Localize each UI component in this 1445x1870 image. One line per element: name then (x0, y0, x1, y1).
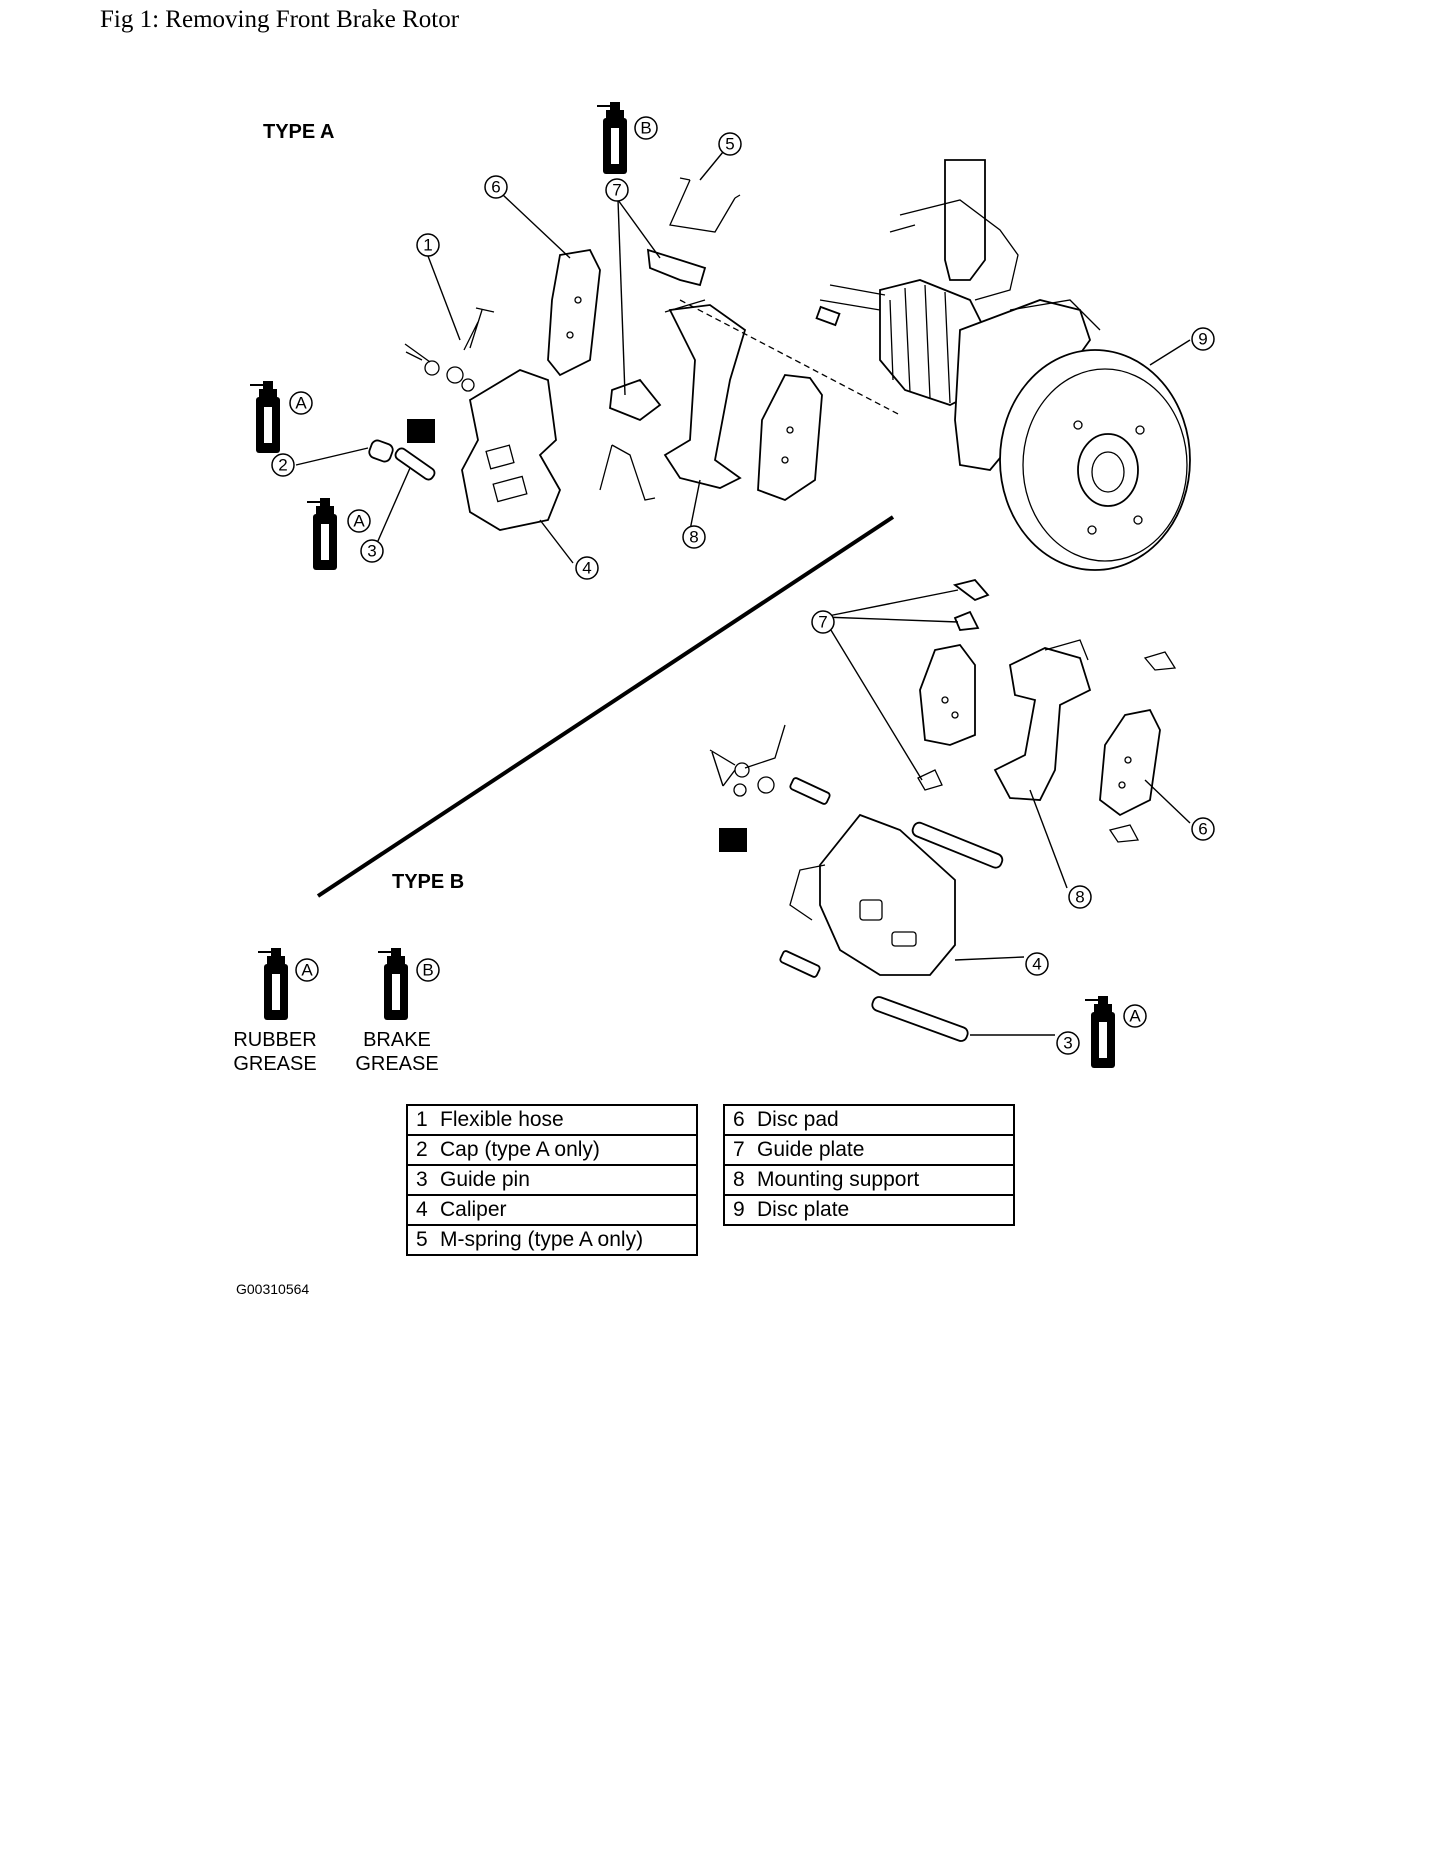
grease-can-icon (596, 101, 628, 175)
svg-text:3: 3 (367, 542, 376, 561)
guide-plate-b-2 (953, 610, 980, 631)
grease-can-icon (306, 497, 338, 571)
brake-grease-label-line1: BRAKE (363, 1029, 431, 1051)
grease-callout-b: B (416, 958, 440, 982)
guide-plate-a-bottom (609, 378, 662, 422)
svg-text:9: 9 (1198, 330, 1207, 349)
callout-6-a: 6 (484, 175, 508, 199)
svg-text:A: A (1129, 1007, 1141, 1026)
callout-7-b: 7 (811, 610, 835, 634)
svg-text:2: 2 (278, 456, 287, 475)
type-b-parts (709, 578, 1177, 1042)
svg-text:7: 7 (612, 181, 621, 200)
svg-text:A: A (353, 512, 365, 531)
grease-can-icon (377, 947, 409, 1021)
r-mark-type-b: R (719, 828, 747, 852)
figure-title: Fig 1: Removing Front Brake Rotor (100, 6, 460, 33)
grease-callout-a: A (289, 391, 313, 415)
svg-text:R: R (415, 422, 427, 441)
grease-callout-a: A (347, 509, 371, 533)
svg-text:7: 7 (818, 613, 827, 632)
disc-pad-a-outer (757, 374, 823, 502)
svg-text:8: 8 (1075, 888, 1084, 907)
svg-text:A: A (301, 961, 313, 980)
callout-7-a: 7 (605, 178, 629, 202)
rubber-grease-label-line2: GREASE (233, 1053, 316, 1075)
wire-spring-a (599, 444, 656, 501)
callout-4-a: 4 (575, 556, 599, 580)
callout-5-a: 5 (718, 132, 742, 156)
svg-text:8: 8 (689, 528, 698, 547)
grease-can-icon (257, 947, 289, 1021)
r-mark-type-a: R (407, 419, 435, 443)
mounting-support-a (663, 304, 747, 489)
brake-grease-label-line2: GREASE (355, 1053, 438, 1075)
grease-callout-a: A (1123, 1004, 1147, 1028)
callout-4-b: 4 (1025, 952, 1049, 976)
flexible-hose-a (463, 307, 495, 351)
svg-text:5: 5 (725, 135, 734, 154)
caliper-b (819, 813, 956, 976)
callout-8-b: 8 (1068, 885, 1092, 909)
grease-can-icon (249, 380, 281, 454)
callout-3-b: 3 (1056, 1031, 1080, 1055)
type-divider-line (316, 515, 895, 898)
svg-text:1: 1 (423, 236, 432, 255)
svg-text:4: 4 (1032, 955, 1041, 974)
guide-pin-b-bottom (871, 996, 969, 1042)
grease-callout-b: B (634, 116, 658, 140)
grease-can-icon (1084, 995, 1116, 1069)
callout-2-a: 2 (271, 453, 295, 477)
flexible-hose-b (709, 724, 786, 769)
cap-a (368, 439, 394, 463)
svg-text:3: 3 (1063, 1034, 1072, 1053)
knuckle-and-disc (815, 159, 1191, 571)
callout-6-b: 6 (1191, 817, 1215, 841)
callout-8-a: 8 (682, 525, 706, 549)
disc-pad-b-inner (919, 644, 976, 746)
svg-text:R: R (727, 831, 739, 850)
mounting-support-b (993, 647, 1092, 801)
svg-text:B: B (422, 961, 433, 980)
guide-pin-b-top (911, 821, 1004, 869)
guide-plate-b-1 (952, 578, 990, 602)
type-a-label: TYPE A (263, 121, 335, 143)
svg-text:6: 6 (1198, 820, 1207, 839)
disc-pad-a (547, 249, 601, 377)
svg-text:A: A (295, 394, 307, 413)
type-a-parts (368, 177, 901, 531)
svg-text:6: 6 (491, 178, 500, 197)
m-spring-a (669, 177, 741, 233)
grease-callout-a: A (295, 958, 319, 982)
rubber-grease-label-line1: RUBBER (233, 1029, 316, 1051)
type-b-label: TYPE B (392, 871, 464, 893)
strut (944, 159, 986, 281)
callout-1-a: 1 (416, 233, 440, 257)
svg-text:B: B (640, 119, 651, 138)
guide-pin-a (394, 447, 436, 481)
guide-plate-a-top (646, 248, 707, 287)
callout-9: 9 (1191, 327, 1215, 351)
image-code: G00310564 (236, 1281, 309, 1297)
leader-lines (295, 151, 1191, 1036)
svg-text:4: 4 (582, 559, 591, 578)
callout-3-a: 3 (360, 539, 384, 563)
